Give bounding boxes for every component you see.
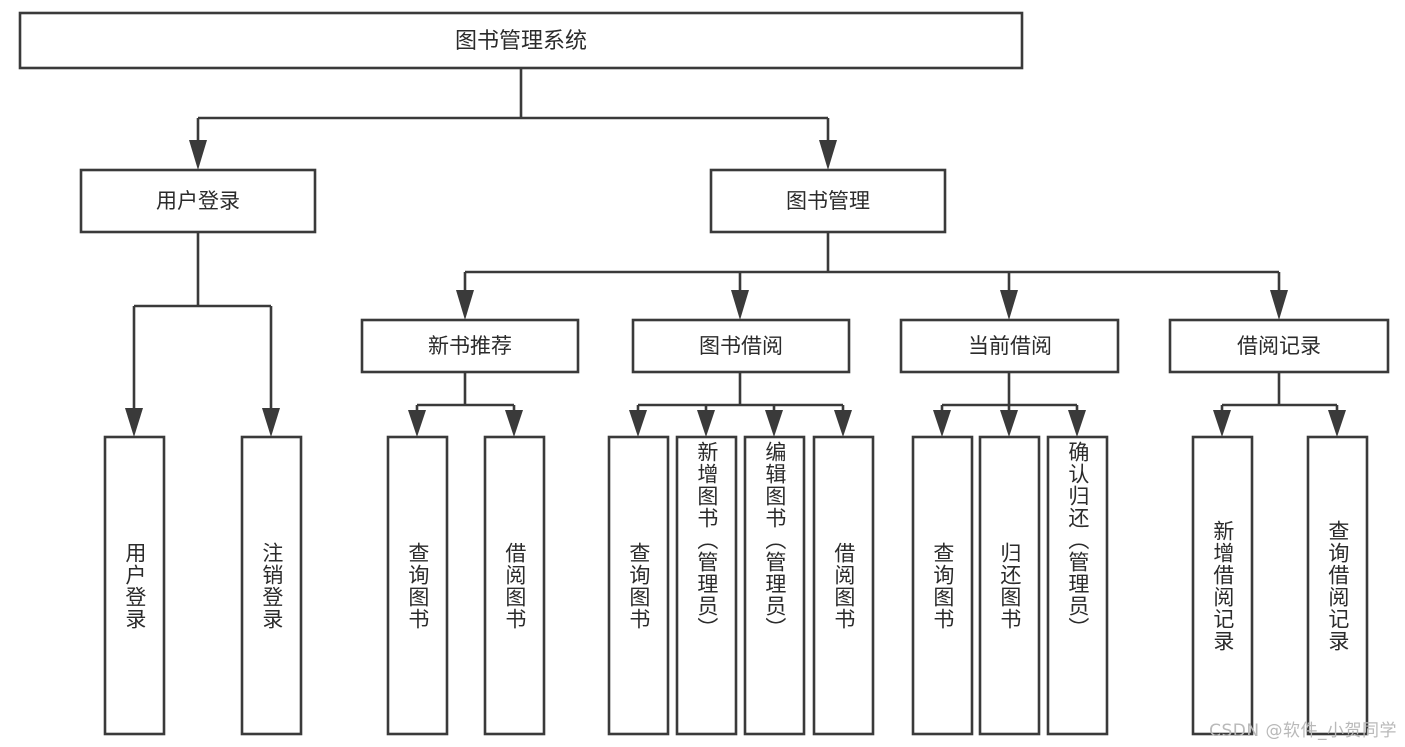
node-label-borrow-record: 借阅记录: [1237, 334, 1321, 358]
node-box-leaf-bb-add-book[interactable]: [675, 435, 738, 736]
arrow-head-user-login: [189, 140, 207, 170]
node-label-new-book-recommend: 新书推荐: [428, 334, 512, 358]
node-box-current-borrow[interactable]: [899, 318, 1120, 374]
connector-group-root-to-level1: [189, 68, 837, 170]
arrow-head-book-borrow: [731, 290, 749, 320]
arrow-head-leaf-cb-query: [933, 410, 951, 437]
node-root[interactable]: 图书管理系统: [18, 11, 1024, 70]
arrow-head-leaf-bb-edit: [765, 410, 783, 437]
connector-group-borrow-record-to-leaves: [1213, 372, 1346, 437]
node-box-book-borrow[interactable]: [631, 318, 851, 374]
node-box-user-login[interactable]: [79, 168, 317, 234]
node-box-leaf-br-add-record[interactable]: [1191, 435, 1254, 736]
arrow-head-borrow-record: [1270, 290, 1288, 320]
node-current-borrow[interactable]: 当前借阅: [899, 318, 1120, 374]
node-box-leaf-user-login[interactable]: [103, 435, 166, 736]
node-box-book-management[interactable]: [709, 168, 947, 234]
node-box-leaf-br-query-record[interactable]: [1306, 435, 1369, 736]
node-box-leaf-nbr-query-book[interactable]: [386, 435, 449, 736]
arrow-head-leaf-bb-add: [697, 410, 715, 437]
arrow-head-leaf-bb-borrow: [834, 410, 852, 437]
arrow-head-leaf-cb-confirm: [1068, 410, 1086, 437]
arrow-head-leaf-bb-query: [629, 410, 647, 437]
node-label-book-management: 图书管理: [786, 189, 870, 213]
connector-group-book-borrow-to-leaves: [629, 372, 852, 437]
node-book-borrow[interactable]: 图书借阅: [631, 318, 851, 374]
node-box-leaf-bb-edit-book[interactable]: [743, 435, 806, 736]
arrow-head-leaf-br-query: [1328, 410, 1346, 437]
connector-group-current-borrow-to-leaves: [933, 372, 1086, 437]
connector-group-new-book-recommend-to-leaves: [408, 372, 523, 437]
node-box-leaf-cb-return-book[interactable]: [978, 435, 1041, 736]
arrow-head-leaf-user-login: [125, 408, 143, 437]
node-label-current-borrow: 当前借阅: [968, 334, 1052, 358]
node-box-leaf-nbr-borrow-book[interactable]: [483, 435, 546, 736]
node-user-login[interactable]: 用户登录: [79, 168, 317, 234]
node-box-leaf-logout[interactable]: [240, 435, 303, 736]
arrow-head-leaf-nbr-borrow: [505, 410, 523, 437]
node-box-root[interactable]: [18, 11, 1024, 70]
node-box-leaf-bb-query-book[interactable]: [607, 435, 670, 736]
node-box-leaf-cb-query-book[interactable]: [911, 435, 974, 736]
node-box-leaf-bb-borrow-book[interactable]: [812, 435, 875, 736]
connector-group-book-mgmt-to-level2: [456, 232, 1288, 320]
arrow-head-leaf-br-add: [1213, 410, 1231, 437]
node-label-user-login: 用户登录: [156, 189, 240, 213]
arrow-head-leaf-nbr-query: [408, 410, 426, 437]
arrow-head-leaf-logout: [262, 408, 280, 437]
arrow-head-current-borrow: [1000, 290, 1018, 320]
node-label-book-borrow: 图书借阅: [699, 334, 783, 358]
connector-group-user-login-to-leaves: [125, 232, 280, 437]
node-box-new-book-recommend[interactable]: [360, 318, 580, 374]
arrow-head-leaf-cb-return: [1000, 410, 1018, 437]
node-box-borrow-record[interactable]: [1168, 318, 1390, 374]
node-book-management[interactable]: 图书管理: [709, 168, 947, 234]
node-label-root: 图书管理系统: [455, 29, 587, 54]
arrow-head-new-book-recommend: [456, 290, 474, 320]
arrow-head-book-mgmt: [819, 140, 837, 170]
node-box-leaf-cb-confirm-return[interactable]: [1046, 435, 1109, 736]
node-borrow-record[interactable]: 借阅记录: [1168, 318, 1390, 374]
node-new-book-recommend[interactable]: 新书推荐: [360, 318, 580, 374]
